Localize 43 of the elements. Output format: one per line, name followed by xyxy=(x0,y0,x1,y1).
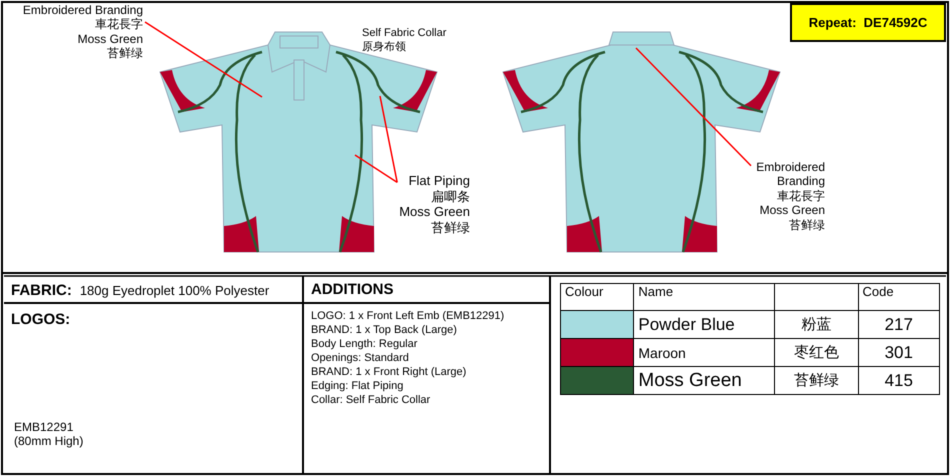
callout-text: Moss Green xyxy=(758,203,825,218)
part-label: 原身布领 xyxy=(362,40,407,54)
callout-text: Embroidered Branding xyxy=(755,160,825,189)
spec-line: LOGO: 1 x Front Left Emb (EMB12291) xyxy=(311,310,504,322)
spec-line: Collar: Self Fabric Collar xyxy=(311,394,430,406)
callout-text: Moss Green xyxy=(399,204,470,220)
leader-line xyxy=(144,21,262,98)
colour-name-cell: Moss Green xyxy=(634,366,775,394)
table-header-cell: Code xyxy=(858,284,940,310)
callout-text: 車花長字 xyxy=(94,17,143,32)
section-heading: LOGOS: xyxy=(11,311,70,328)
spec-line: Body Length: Regular xyxy=(311,338,418,350)
colour-code-cell: 217 xyxy=(858,310,940,338)
reference-banner: Repeat: DE74592C xyxy=(790,3,946,42)
chinese-name-cell: 苔鲜绿 xyxy=(774,366,858,394)
embroidery-code-text: EMB12291 (80mm High) xyxy=(14,420,84,448)
part-label: Self Fabric Collar xyxy=(362,27,446,41)
callout-text: Embroidered Branding xyxy=(22,3,143,18)
section-heading: ADDITIONS xyxy=(311,281,394,298)
table-header-cell: Name xyxy=(634,284,775,310)
section-heading: FABRIC: xyxy=(11,282,72,298)
chinese-name-cell: 枣红色 xyxy=(774,338,858,366)
leader-line xyxy=(354,154,398,183)
leader-line xyxy=(635,47,752,166)
spec-line: BRAND: 1 x Front Right (Large) xyxy=(311,366,466,378)
callout-text: Flat Piping xyxy=(408,173,470,189)
colour-name-cell: Maroon xyxy=(634,338,775,366)
colour-code-cell: 415 xyxy=(858,366,940,394)
callout-text: 苔鲜绿 xyxy=(430,220,470,236)
chinese-name-cell: 粉蓝 xyxy=(774,310,858,338)
spec-line: Openings: Standard xyxy=(311,352,409,364)
fabric-value: 180g Eyedroplet 100% Polyester xyxy=(80,282,270,298)
spec-line: Edging: Flat Piping xyxy=(311,380,404,392)
spec-line: BRAND: 1 x Top Back (Large) xyxy=(311,324,457,336)
callout-text: 苔鲜绿 xyxy=(788,218,825,232)
callout-text: 車花長字 xyxy=(776,188,825,204)
callout-text: 扁唧条 xyxy=(430,188,470,204)
table-header-cell: Colour xyxy=(560,284,634,310)
colour-name-cell: Powder Blue xyxy=(634,310,775,338)
callout-text: Moss Green xyxy=(76,32,143,46)
colour-code-cell: 301 xyxy=(858,338,940,366)
leader-line xyxy=(379,96,398,182)
callout-text: 苔鲜绿 xyxy=(106,46,143,61)
